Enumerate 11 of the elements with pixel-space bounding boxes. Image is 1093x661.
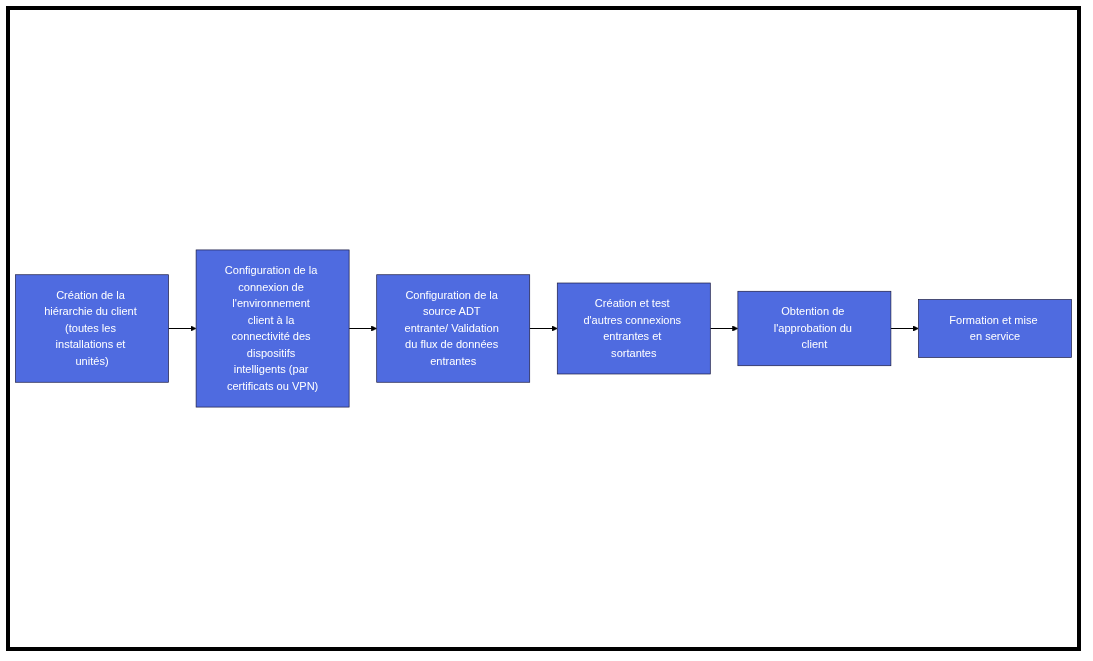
arrow [709, 325, 739, 332]
arrow [348, 325, 377, 332]
arrow [890, 325, 919, 332]
node-box: Formation et mise en service [918, 299, 1072, 358]
arrow [168, 325, 197, 332]
arrow [529, 325, 558, 332]
node-box: Configuration de la connexion de l'environnement client à la connectivité des dispositifs intelligents (par certificats ou VPN) [195, 249, 350, 408]
node-box: Création et test d'autres connexions entrantes et sortantes [556, 282, 711, 375]
node-box: Création de la hiérarchie du client (toutes les installations et unités) [15, 274, 169, 383]
node-box: Configuration de la source ADT entrante/ Validation du flux de données entrantes [376, 274, 531, 383]
node-box: Obtention de l'approbation du client [737, 290, 892, 367]
